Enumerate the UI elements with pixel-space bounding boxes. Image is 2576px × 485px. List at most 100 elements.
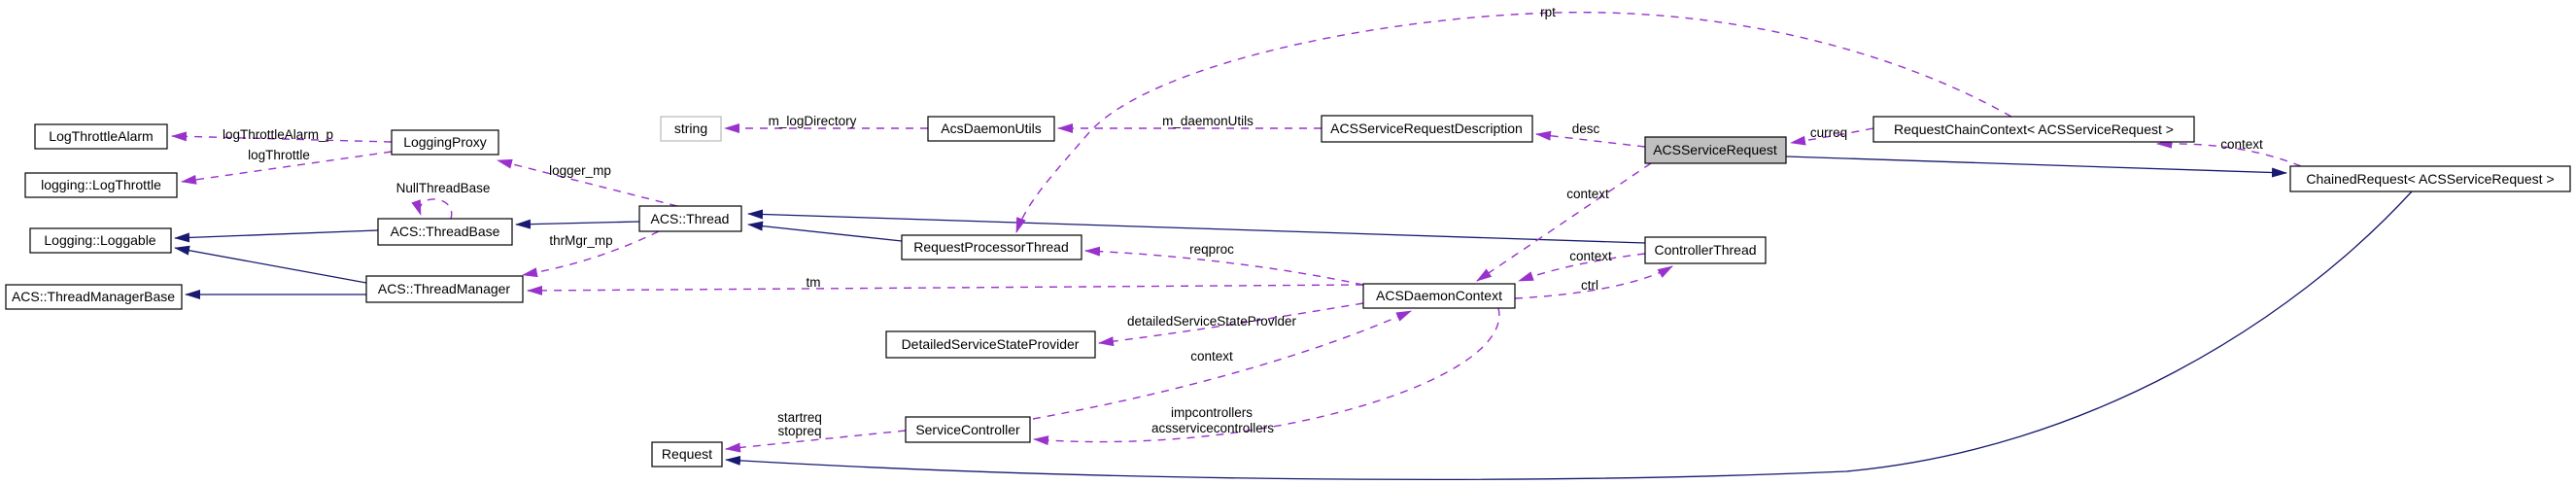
edge-labels-layer: logThrottleAlarm_p logThrottle NullThrea… [223,5,2263,438]
node-acs-thread-manager-box[interactable] [365,275,524,303]
node-acs-thread-manager-base-box[interactable] [5,284,183,310]
node-acs-service-request[interactable]: ACSServiceRequest [1644,136,1787,164]
node-logging-loggable-box[interactable] [29,227,172,254]
node-acs-thread-manager[interactable]: ACS::ThreadManager [365,275,524,303]
node-request-processor-thread[interactable]: RequestProcessorThread [901,234,1082,260]
edge-thread-inherits-threadbase [515,219,640,229]
edge-requestprocessorthread-inherits-thread [747,221,903,242]
edge-label-detailedservicestateprovider: detailedServiceStateProvider [1127,314,1297,329]
edge-label-context-chainedrequest: context [2220,137,2263,152]
node-chained-request[interactable]: ChainedRequest< ACSServiceRequest > [2289,165,2571,192]
node-acs-service-request-description[interactable]: ACSServiceRequestDescription [1321,115,1533,143]
node-acs-daemon-utils-label: AcsDaemonUtils [941,121,1041,136]
edge-controllerthread-inherits-thread [747,209,1646,244]
edge-acsservicerequest-context [1476,162,1652,282]
node-request-box[interactable] [651,441,723,468]
node-string[interactable]: string [660,116,722,142]
node-detailed-service-state-provider[interactable]: DetailedServiceStateProvider [885,330,1096,359]
node-string-label: string [674,121,707,136]
node-service-controller-label: ServiceController [915,422,1020,437]
node-request-chain-context[interactable]: RequestChainContext< ACSServiceRequest > [1872,116,2195,143]
node-logging-proxy-label: LoggingProxy [403,134,487,150]
edge-controllerthread-context [1518,253,1646,282]
node-detailed-service-state-provider-box[interactable] [885,330,1096,359]
node-request-label: Request [662,446,712,462]
node-request-processor-thread-label: RequestProcessorThread [913,239,1069,255]
node-logging-proxy[interactable]: LoggingProxy [391,129,499,156]
node-request[interactable]: Request [651,441,723,468]
edge-chainedrequest-inherits-request [725,191,2413,480]
edge-desc [1535,130,1646,148]
edge-label-logthrottle: logThrottle [248,148,310,162]
edge-label-stopreq: stopreq [777,424,821,438]
node-string-box[interactable] [660,116,722,142]
node-acs-thread-box[interactable] [638,205,742,232]
edge-label-curreq: curreq [1810,125,1847,140]
edge-thrmgr-mp [522,230,660,278]
edges-layer [171,11,2413,480]
node-acs-thread-manager-base-label: ACS::ThreadManagerBase [12,289,175,304]
node-acs-service-request-box[interactable] [1644,136,1787,164]
node-chained-request-label: ChainedRequest< ACSServiceRequest > [2306,171,2554,187]
edge-reqproc [1084,246,1364,286]
edge-startreq-stopreq [725,430,907,453]
node-request-chain-context-box[interactable] [1872,116,2195,143]
edge-label-logthrottlealarm-p: logThrottleAlarm_p [223,127,333,142]
node-service-controller[interactable]: ServiceController [905,416,1031,443]
node-acs-thread-base[interactable]: ACS::ThreadBase [377,218,513,246]
node-logging-proxy-box[interactable] [391,129,499,156]
edge-acsservicerequest-inherits-chainedrequest [1785,156,2287,178]
node-logging-log-throttle-label: logging::LogThrottle [41,177,161,192]
edge-label-thrmgr-mp: thrMgr_mp [549,233,612,248]
node-controller-thread-box[interactable] [1644,236,1767,264]
edge-ctrl [1514,265,1673,299]
node-acs-service-request-description-box[interactable] [1321,115,1533,143]
node-acs-thread[interactable]: ACS::Thread [638,205,742,232]
node-logging-log-throttle[interactable]: logging::LogThrottle [24,172,178,198]
node-request-processor-thread-box[interactable] [901,234,1082,260]
edge-label-m-daemonutils: m_daemonUtils [1162,114,1254,128]
node-log-throttle-alarm-box[interactable] [34,123,168,150]
edge-detailed-service-state-provider [1098,302,1364,347]
edge-label-startreq: startreq [777,410,822,425]
edge-label-context-acsservicerequest: context [1566,187,1609,201]
edge-label-rpt: rpt [1540,5,1556,19]
node-acs-service-request-description-label: ACSServiceRequestDescription [1330,121,1523,136]
edge-label-m-logdirectory: m_logDirectory [769,114,857,128]
node-acs-daemon-utils-box[interactable] [927,116,1055,142]
edge-label-logger-mp: logger_mp [549,163,611,178]
node-acs-service-request-label: ACSServiceRequest [1653,142,1777,157]
edge-label-acsservicecontrollers: acsservicecontrollers [1151,421,1274,435]
node-acs-thread-base-box[interactable] [377,218,513,246]
edge-threadmanager-inherits-loggable [174,245,367,284]
edge-servicecontroller-context [1032,310,1412,420]
node-acs-thread-base-label: ACS::ThreadBase [391,224,500,239]
nodes-layer: LogThrottleAlarm logging::LogThrottle Lo… [5,115,2571,468]
node-logging-loggable-label: Logging::Loggable [44,232,155,248]
node-controller-thread[interactable]: ControllerThread [1644,236,1767,264]
node-service-controller-box[interactable] [905,416,1031,443]
node-chained-request-box[interactable] [2289,165,2571,192]
edge-null-thread-base-self-loop [411,198,453,220]
node-acs-daemon-utils[interactable]: AcsDaemonUtils [927,116,1055,142]
node-acs-thread-label: ACS::Thread [651,211,730,226]
node-acs-daemon-context-box[interactable] [1362,283,1516,309]
edge-label-context-servicecontroller: context [1190,349,1233,364]
edge-label-ctrl: ctrl [1581,278,1598,293]
edge-chainedrequest-context [2156,138,2302,167]
node-acs-daemon-context[interactable]: ACSDaemonContext [1362,283,1516,309]
node-request-chain-context-label: RequestChainContext< ACSServiceRequest > [1894,121,2174,137]
edge-label-tm: tm [807,275,821,290]
node-acs-thread-manager-label: ACS::ThreadManager [378,281,511,296]
edge-tm [527,284,1364,295]
node-logging-loggable[interactable]: Logging::Loggable [29,227,172,254]
edge-log-throttle [181,151,393,185]
edge-log-throttle-alarm-p [171,131,393,143]
node-logging-log-throttle-box[interactable] [24,172,178,198]
node-log-throttle-alarm[interactable]: LogThrottleAlarm [34,123,168,150]
edge-logger-mp [497,158,678,207]
edge-label-reqproc: reqproc [1189,242,1234,257]
node-acs-thread-manager-base[interactable]: ACS::ThreadManagerBase [5,284,183,310]
node-detailed-service-state-provider-label: DetailedServiceStateProvider [902,336,1080,352]
